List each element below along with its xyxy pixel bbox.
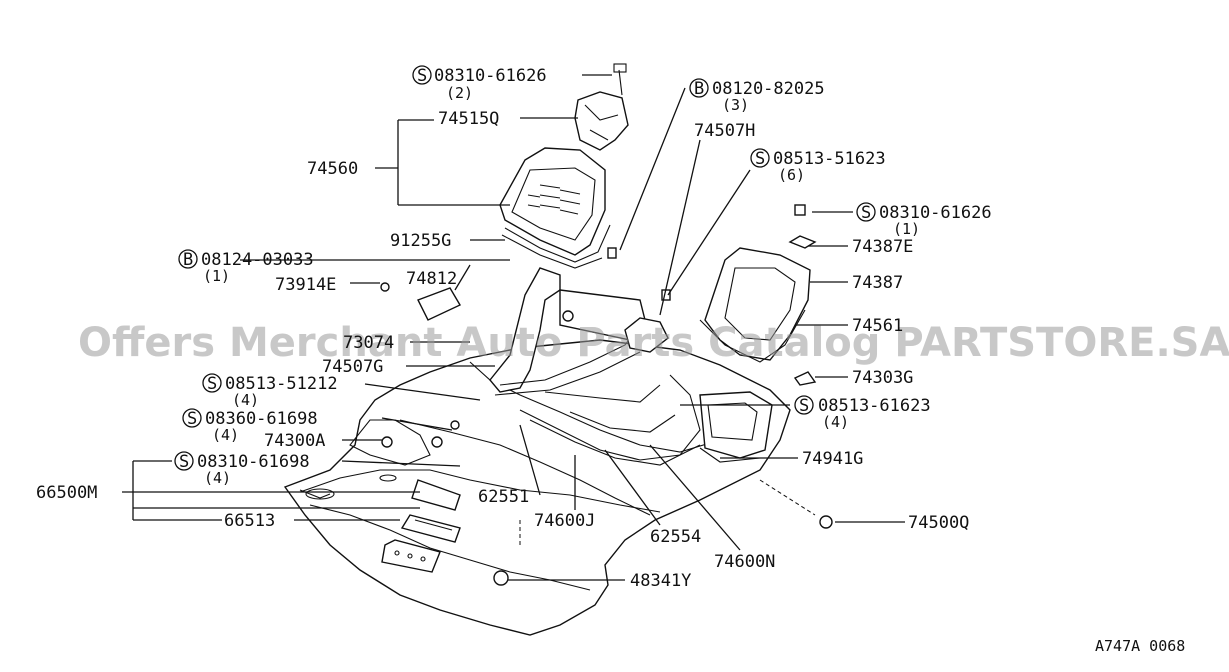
part-s08310-61626-right: 08310-61626 (879, 203, 992, 223)
part-73914e: 73914E (275, 275, 336, 295)
qty-s08513-61623: (4) (822, 413, 849, 431)
part-48341y: 48341Y (630, 571, 691, 591)
part-b08120-82025: 08120-82025 (712, 79, 825, 99)
part-s08513-61623: 08513-61623 (818, 396, 931, 416)
qty-s08310-61698: (4) (204, 469, 231, 487)
prefix-s08310-61626-top: S (417, 66, 427, 86)
screw-prefix-icon (412, 65, 432, 85)
part-74515q: 74515Q (438, 109, 499, 129)
leader-lines (122, 74, 905, 581)
screw-prefix-icon (174, 451, 194, 471)
prefix-b08124-03033: B (183, 250, 193, 270)
part-74387: 74387 (852, 273, 903, 293)
part-74303g: 74303G (852, 368, 913, 388)
upper-assembly-drawing (380, 63, 833, 586)
part-74941g: 74941G (802, 449, 863, 469)
qty-s08513-51623: (6) (778, 166, 805, 184)
screw-prefix-icon (202, 373, 222, 393)
screw-prefix-icon (856, 202, 876, 222)
screw-prefix-icon (794, 395, 814, 415)
qty-s08310-61626-right: (1) (893, 220, 920, 238)
prefix-s08360-61698: S (187, 409, 197, 429)
watermark-text: Offers Merchant Auto Parts Catalog PARTS… (78, 320, 1229, 366)
prefix-s08513-51623: S (755, 149, 765, 169)
prefix-s08310-61698: S (179, 452, 189, 472)
prefix-s08310-61626-right: S (861, 203, 871, 223)
prefix-b08120-82025: B (694, 79, 704, 99)
part-91255g: 91255G (390, 231, 451, 251)
part-s08360-61698: 08360-61698 (205, 409, 318, 429)
bolt-prefix-icon (178, 249, 198, 269)
qty-s08513-51212: (4) (232, 391, 259, 409)
part-62554: 62554 (650, 527, 701, 547)
part-74507g: 74507G (322, 357, 383, 377)
part-66500m: 66500M (36, 483, 97, 503)
part-74560: 74560 (307, 159, 358, 179)
qty-b08120-82025: (3) (722, 96, 749, 114)
part-74600j: 74600J (534, 511, 595, 531)
part-74500q: 74500Q (908, 513, 969, 533)
prefix-s08513-61623: S (799, 396, 809, 416)
part-62551: 62551 (478, 487, 529, 507)
part-66513: 66513 (224, 511, 275, 531)
part-s08513-51623: 08513-51623 (773, 149, 886, 169)
part-74507h: 74507H (694, 121, 755, 141)
part-74600n: 74600N (714, 552, 775, 572)
bolt-prefix-icon (689, 78, 709, 98)
part-73074: 73074 (343, 333, 394, 353)
callout-labels: S 08310-61626 (2) 74515Q 74560 91255G B … (36, 65, 1185, 655)
qty-s08310-61626-top: (2) (446, 84, 473, 102)
prefix-s08513-51212: S (207, 374, 217, 394)
part-s08310-61626-top: 08310-61626 (434, 66, 547, 86)
screw-prefix-icon (750, 148, 770, 168)
part-b08124-03033: 08124-03033 (201, 250, 314, 270)
part-s08513-51212: 08513-51212 (225, 374, 338, 394)
diagram-code: A747A 0068 (1095, 637, 1185, 655)
qty-s08360-61698: (4) (212, 426, 239, 444)
screw-prefix-icon (182, 408, 202, 428)
part-s08310-61698: 08310-61698 (197, 452, 310, 472)
part-74812: 74812 (406, 269, 457, 289)
part-74387e: 74387E (852, 237, 913, 257)
qty-b08124-03033: (1) (203, 267, 230, 285)
floor-panel-drawing (283, 339, 816, 636)
part-74300a: 74300A (264, 431, 325, 451)
part-74561: 74561 (852, 316, 903, 336)
